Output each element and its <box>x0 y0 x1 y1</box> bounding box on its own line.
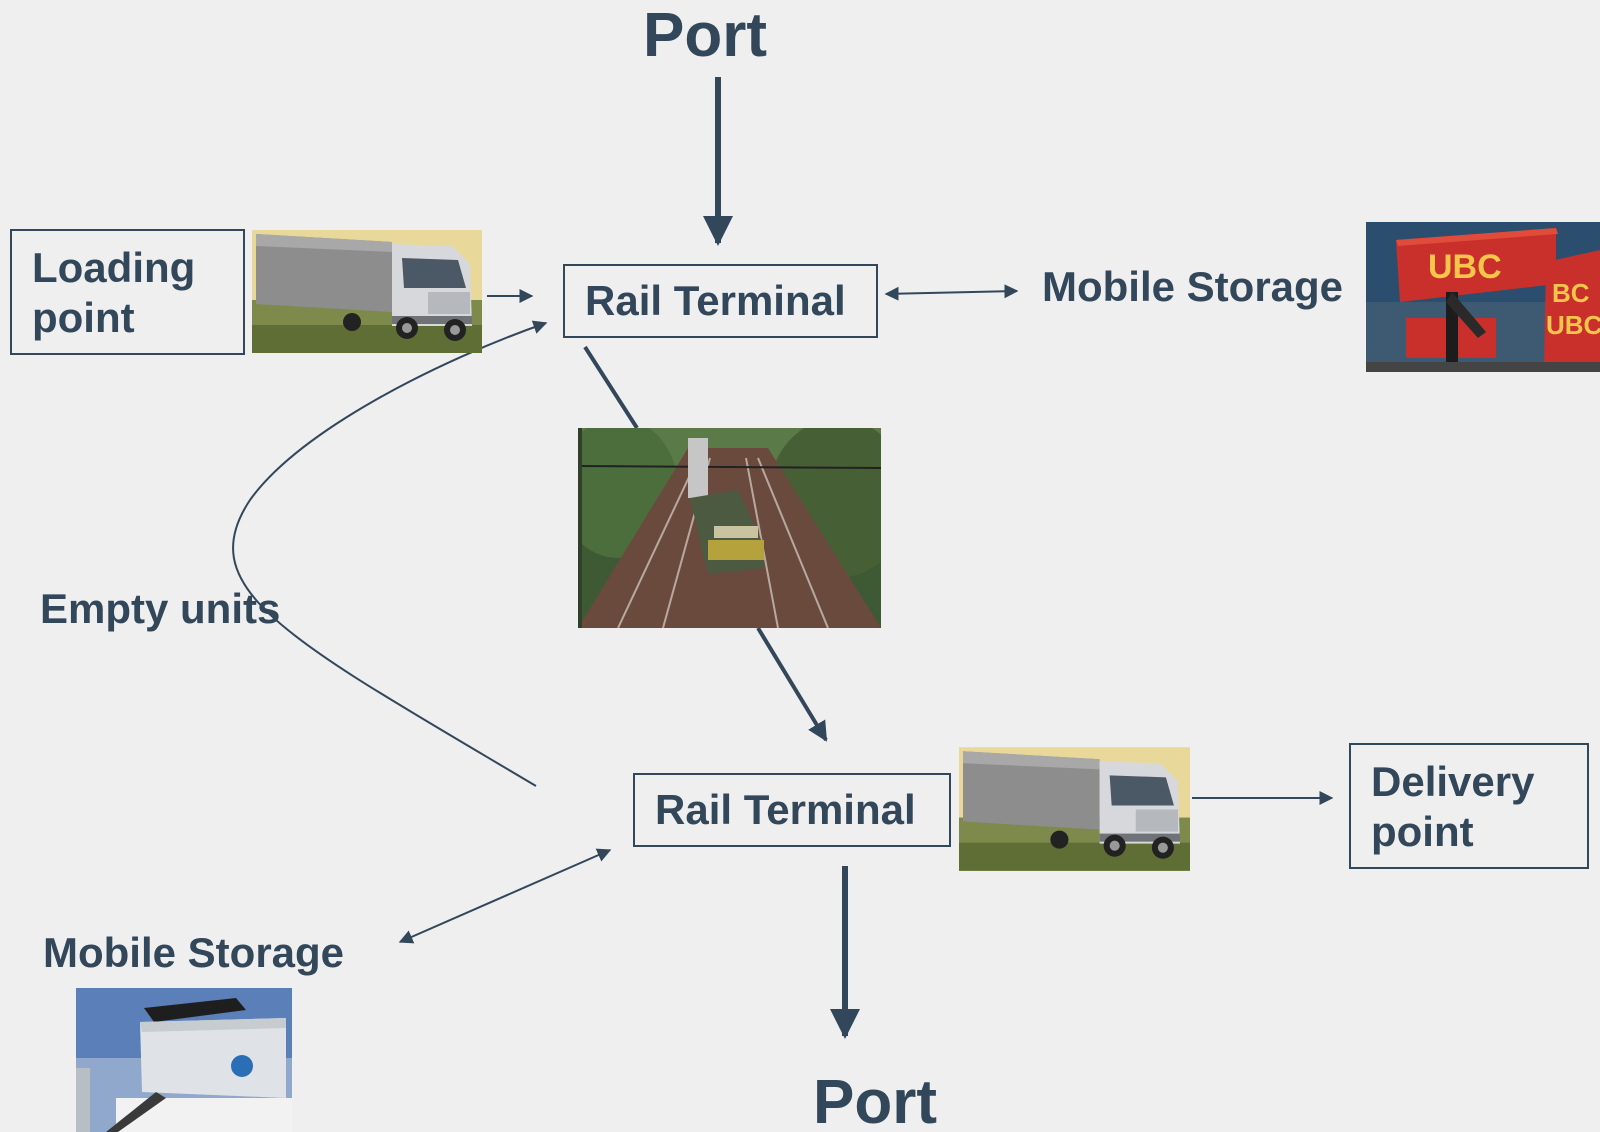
truck-image-top <box>252 230 482 353</box>
loading-point-line2: point <box>32 294 135 342</box>
freight-train-photo-icon <box>578 428 881 628</box>
truck-image-bottom <box>959 747 1190 871</box>
port-top-label: Port <box>643 1 767 70</box>
loading-point-box: Loading point <box>10 229 245 355</box>
train-image <box>578 428 881 628</box>
arrow-terminal-mobile-storage-right <box>884 284 1019 301</box>
loading-point-line1: Loading <box>32 244 196 291</box>
arrow-train-to-terminal <box>756 626 828 742</box>
delivery-point-line1: Delivery <box>1371 758 1535 805</box>
arrow-terminal-mobile-storage-left <box>398 848 612 944</box>
svg-text:UBC: UBC <box>1428 248 1502 286</box>
delivery-point-box: Delivery point <box>1349 743 1589 869</box>
delivery-point-line2: point <box>1371 808 1474 856</box>
rail-terminal-bottom-box: Rail Terminal <box>633 773 951 847</box>
mobile-storage-left-label: Mobile Storage <box>43 929 345 976</box>
svg-text:UBC: UBC <box>1546 310 1600 340</box>
rail-terminal-bottom-label: Rail Terminal <box>655 786 916 833</box>
container-reach-stacker-photo-icon <box>76 988 292 1132</box>
container-stacker-image-left <box>76 988 292 1132</box>
svg-text:BC: BC <box>1552 278 1590 308</box>
truck-photo-icon <box>959 747 1190 871</box>
ubc-container-photo-icon: UBC BC UBC <box>1366 222 1600 372</box>
rail-terminal-top-box: Rail Terminal <box>563 264 878 338</box>
truck-photo-icon <box>252 230 482 353</box>
empty-units-label: Empty units <box>40 585 281 632</box>
port-bottom-label: Port <box>813 1068 937 1132</box>
mobile-storage-right-label: Mobile Storage <box>1042 263 1344 310</box>
rail-terminal-top-label: Rail Terminal <box>585 277 846 324</box>
connector-terminal-to-train <box>583 345 639 430</box>
container-stacker-image-right: UBC BC UBC <box>1366 222 1600 372</box>
arrow-empty-units-return <box>232 320 548 787</box>
